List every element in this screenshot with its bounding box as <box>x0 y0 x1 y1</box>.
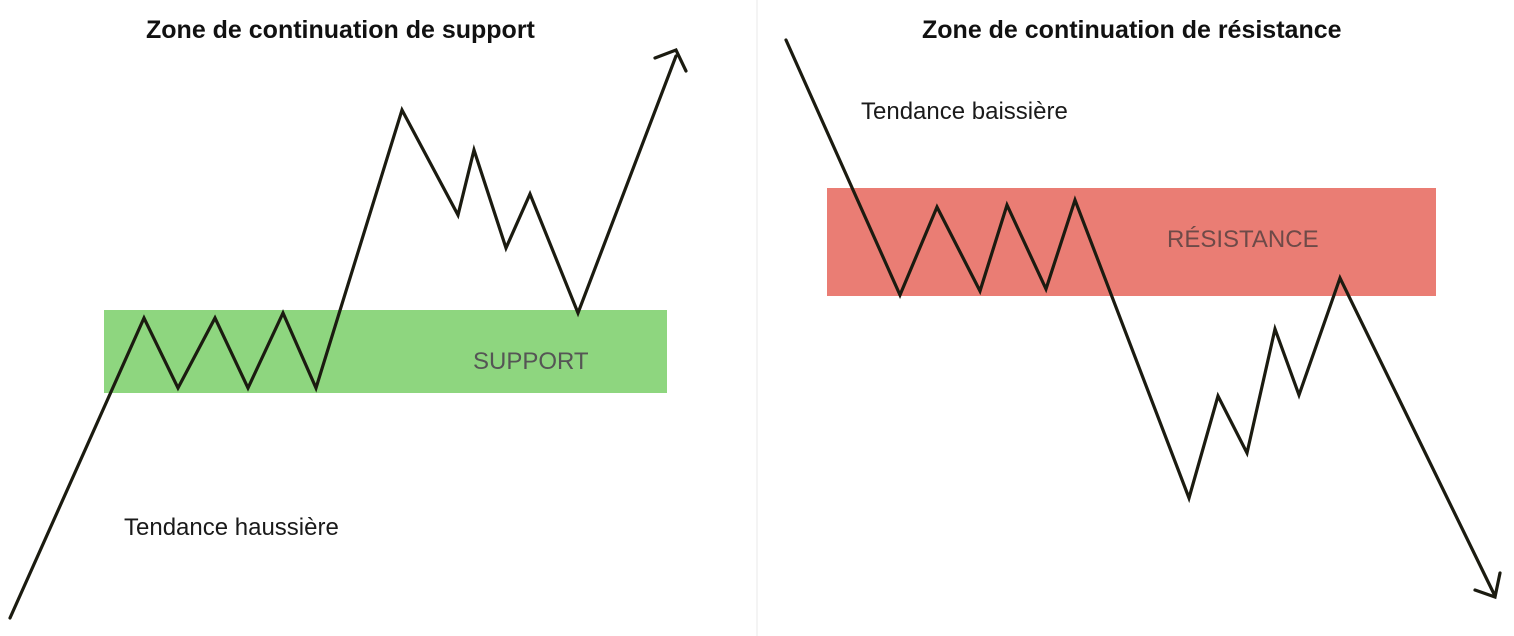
support-zone-label: SUPPORT <box>473 348 589 375</box>
downtrend-label: Tendance baissière <box>861 98 1068 125</box>
resistance-panel-title: Zone de continuation de résistance <box>922 16 1342 44</box>
resistance-zone <box>827 188 1436 296</box>
uptrend-label: Tendance haussière <box>124 514 339 541</box>
down-arrowhead-icon <box>1473 571 1502 600</box>
support-panel-title: Zone de continuation de support <box>146 16 535 44</box>
up-arrowhead-icon <box>653 47 688 73</box>
uptrend-price-path <box>8 54 678 620</box>
panel-divider <box>756 0 758 636</box>
resistance-zone-label: RÉSISTANCE <box>1167 226 1319 253</box>
downtrend-price-path <box>784 38 1496 596</box>
